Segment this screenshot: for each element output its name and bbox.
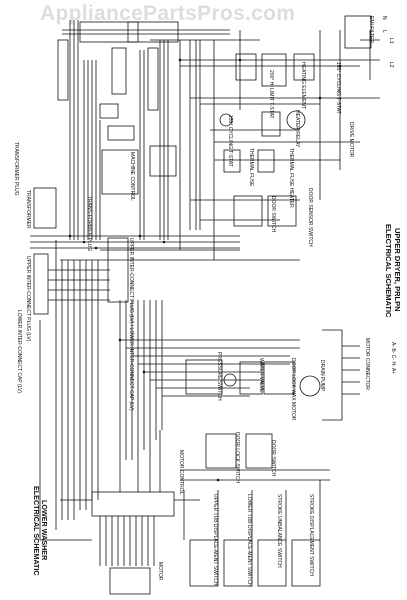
label-upper-tub: UPPER TUB DISPLACE-MENT SWITCH [212,494,218,586]
label-transformer: TRANSFORMER [25,190,31,229]
label-stroke-unbalance: STROKE UNBALANCE SWITCH [276,494,282,568]
upper-title: UPPER DRYER, PRLPN [393,228,402,312]
label-heater-relay: HEATER RELAY [294,110,300,148]
label-cycling-tstat: 155° CYCLING T-STAT [335,62,341,114]
label-stroke-displacement: STROKE DISPLACEMENT SWITCH [308,494,314,576]
stroke-unbalance-switch [257,539,287,587]
cycling-tstat-2 [219,113,233,127]
label-door-lock-switch: DOOR LOCK SWITCH [234,432,240,484]
label-thermal-fuse-heater: THERMAL FUSE HEATER [288,148,294,208]
label-motor-pins: A- B- C- H- A+ [390,342,396,375]
label-cycling-tstat-2: 155° CYCLING T-STAT [227,115,233,167]
heating-element [261,53,287,87]
label-door-switch: DOOR SWITCH [270,196,276,233]
thermal-fuse-heater [257,149,275,173]
label-drain-pump: DRAIN PUMP [319,360,325,392]
label-hi-limit: 200° HI LIMIT T-STAT [268,70,274,119]
label-door-switch-2: DOOR SWITCH [270,440,276,477]
door-lock-switch [205,433,237,469]
label-l1: L1 [388,38,394,44]
emi-filter [344,15,372,49]
label-transformer-plug-2: TRANS-FORMER PLUG [86,196,92,252]
door-lock-wax-motor [263,361,295,395]
upper-subtitle: ELECTRICAL SCHEMATIC [384,224,393,318]
motor-box [109,567,151,595]
transformer-block [33,187,57,229]
small-connector [99,103,119,119]
lower-subtitle: ELECTRICAL SCHEMATIC [32,486,41,576]
label-motor-control: MOTOR CONTROL [178,450,184,495]
hi-limit-tstat [235,53,257,81]
label-plug-l: L [381,30,387,33]
label-lower-tub: LOWER TUB DISPLACE-MENT SWITCH [246,494,252,587]
drive-motor-symbol [286,110,306,130]
label-water-valve: WATER VALVE [258,358,264,393]
label-thermal-fuse: THERMAL FUSE [248,148,254,187]
label-motor: MOTOR [157,562,163,581]
label-transformer-plug: TRANSFORMER PLUG [13,142,19,196]
motor-control-connector [91,491,175,517]
label-drive-motor: DRIVE MOTOR [348,122,354,158]
upper-tub-switch [189,539,219,587]
label-door-sensor-switch: DOOR SENSOR SWITCH [307,188,313,247]
pressure-switch [185,359,223,395]
label-motor-connector: MOTOR CONNECTOR [364,338,370,391]
heater-relay [261,111,281,137]
relay-block [107,125,135,141]
label-pressure-switch: PRESSURE SWITCH [216,352,222,401]
cycling-tstat [293,53,315,81]
label-upper-interconnect: UPPER INTER-CONNECT PLUG (LV) [25,256,31,342]
label-lower-interconnect-cap: LOWER INTER-CONNECT CAP (LV) [16,310,22,394]
machine-control-block [101,149,139,195]
control-connector-b [147,47,159,111]
water-valve [239,361,263,395]
door-switch [233,195,263,227]
top-connector-block-2 [127,21,179,43]
thermal-fuse [223,149,241,173]
control-connector-a [111,47,127,95]
lower-title: LOWER WASHER [40,500,49,561]
top-connector-block [79,21,139,43]
door-switch-2 [245,433,273,469]
door-sensor-switch [267,195,297,227]
upper-interconnect-plug [33,253,49,315]
connector-plug [149,145,177,177]
label-l2: L2 [388,62,394,68]
lower-tub-switch [223,539,253,587]
label-plug-n: N [381,16,387,20]
label-door-lock: DOOR LOCK WAX MOTOR [290,358,296,421]
terminal-dots [68,58,342,482]
watermark: AppliancePartsPros.com [40,2,296,25]
label-interconnect-pair: UPPER INTER-CONNECT PLUG (LV) / LOWER IN… [128,238,134,411]
label-emi-filter: EMI FILTER [368,16,374,44]
label-machine-control: MACHINE CONTROL [129,152,135,201]
label-heating-element: HEATING ELEMENT [300,62,306,109]
stroke-displacement-switch [291,539,321,587]
drain-pump [299,375,321,397]
water-valve-coil [223,373,237,387]
left-connector [57,39,69,101]
wire-network [30,15,380,595]
